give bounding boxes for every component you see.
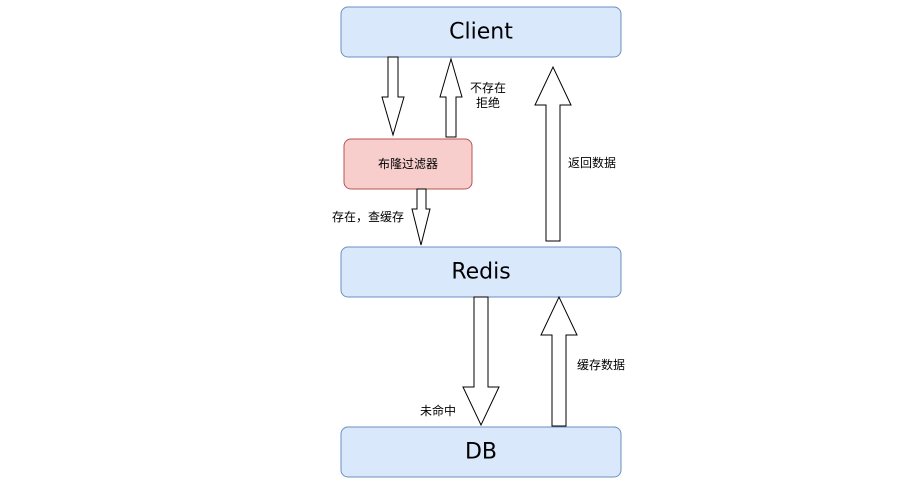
arrow-filter-to-redis xyxy=(411,188,431,246)
db-box xyxy=(340,426,622,478)
bloom-filter-node: 布隆过滤器 xyxy=(343,138,473,190)
redis-node: Redis xyxy=(340,246,622,298)
arrow-client-to-filter xyxy=(381,56,405,137)
label-exists-check-cache: 存在，查缓存 xyxy=(332,210,404,224)
label-not-exist-reject-line2: 拒绝 xyxy=(476,95,500,110)
label-return-data: 返回数据 xyxy=(568,155,616,170)
label-not-exist-reject-line1: 不存在 xyxy=(470,81,506,95)
arrow-redis-to-client xyxy=(534,65,572,242)
client-node: Client xyxy=(340,6,622,58)
label-cache-miss: 未命中 xyxy=(420,403,456,418)
label-cache-data: 缓存数据 xyxy=(577,357,625,372)
arrow-filter-to-client xyxy=(439,57,463,138)
db-node: DB xyxy=(340,426,622,478)
arrow-redis-to-db xyxy=(462,296,500,427)
arrow-db-to-redis xyxy=(540,295,578,427)
redis-label: Redis xyxy=(451,260,510,285)
bloom-filter-box xyxy=(343,138,473,190)
client-label: Client xyxy=(449,20,513,45)
client-box xyxy=(340,6,622,58)
db-label: DB xyxy=(465,440,497,465)
bloom-filter-label: 布隆过滤器 xyxy=(378,156,438,171)
